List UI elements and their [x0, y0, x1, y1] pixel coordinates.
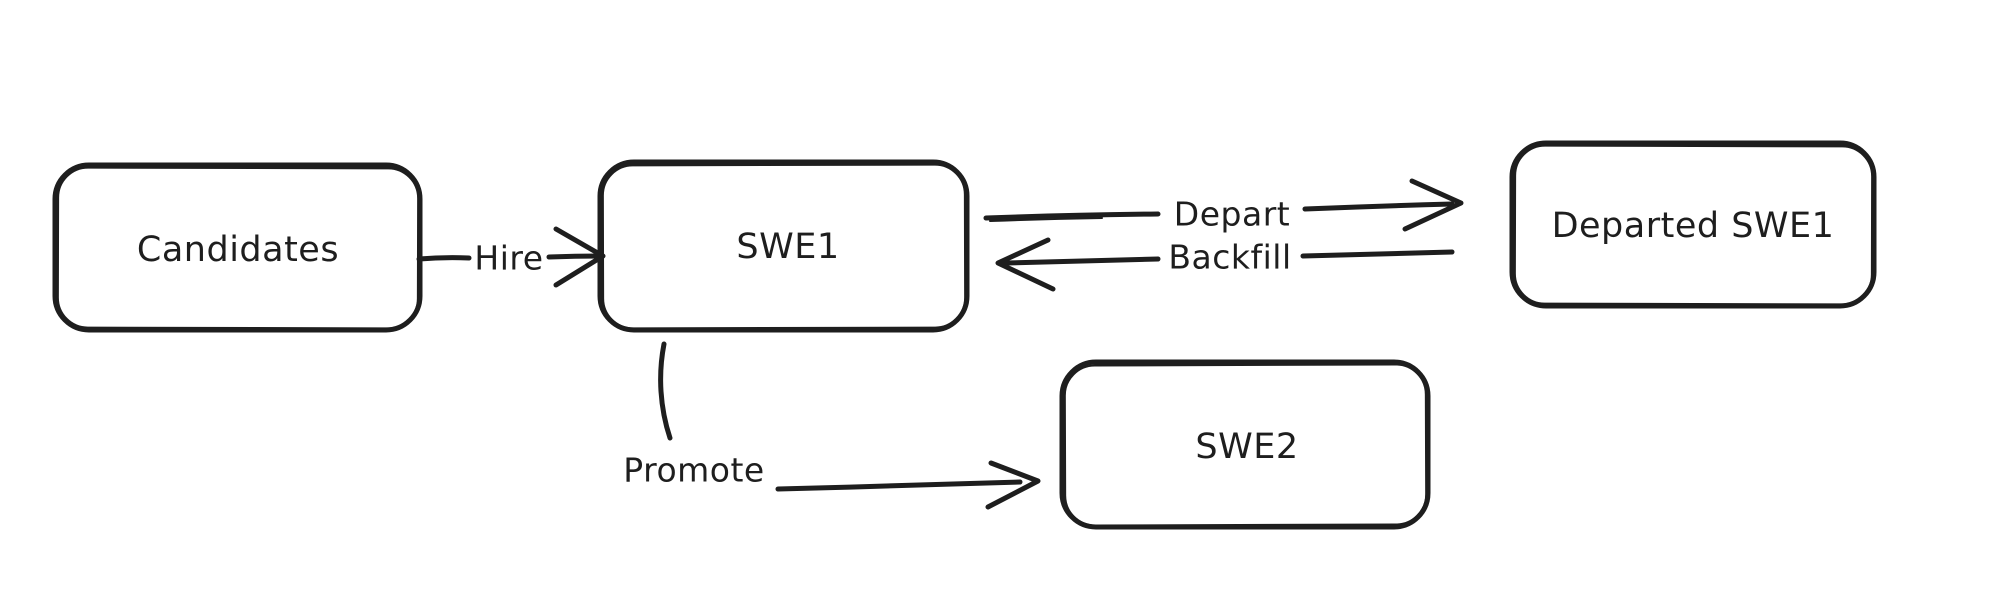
edge-backfill-shaft-right[interactable]: [1300, 249, 1455, 259]
edge-depart-shaft-right[interactable]: [1302, 201, 1455, 212]
edge-label-depart: Depart: [1173, 194, 1291, 234]
edge-backfill-arrow[interactable]: [995, 237, 1455, 292]
node-departed-swe1-shape[interactable]: [1509, 140, 1877, 309]
edge-label-backfill: Backfill: [1168, 237, 1292, 277]
node-candidates-shape[interactable]: [52, 162, 423, 333]
edge-label-hire: Hire: [474, 238, 544, 278]
edge-backfill-shaft-left[interactable]: [1003, 256, 1161, 266]
node-swe2-shape[interactable]: [1059, 359, 1431, 530]
edge-promote-vertical-segment[interactable]: [658, 341, 673, 441]
edge-hire-arrow[interactable]: [416, 226, 606, 288]
node-label-candidates: Candidates: [136, 230, 340, 270]
edge-promote-arrowhead[interactable]: [985, 460, 1041, 510]
node-label-departed-swe1: Departed SWE1: [1551, 206, 1835, 246]
node-label-swe2: SWE2: [1195, 427, 1299, 467]
edge-depart-shaft-left[interactable]: [983, 211, 1161, 221]
edge-hire-shaft-left[interactable]: [416, 255, 472, 262]
node-label-swe1: SWE1: [736, 227, 840, 267]
edge-hire-arrowhead[interactable]: [553, 226, 606, 288]
edge-label-promote: Promote: [623, 450, 765, 490]
edge-depart-shaft-left-sketch[interactable]: [989, 217, 1103, 222]
edge-depart-arrowhead[interactable]: [1402, 178, 1464, 232]
edge-promote-shaft[interactable]: [775, 479, 1023, 492]
edge-backfill-arrowhead[interactable]: [995, 237, 1056, 292]
node-swe1-shape[interactable]: [597, 159, 970, 333]
edge-depart-arrow[interactable]: [983, 178, 1464, 232]
edge-promote-arrow[interactable]: [658, 341, 1041, 510]
edge-hire-shaft-right[interactable]: [546, 253, 604, 260]
